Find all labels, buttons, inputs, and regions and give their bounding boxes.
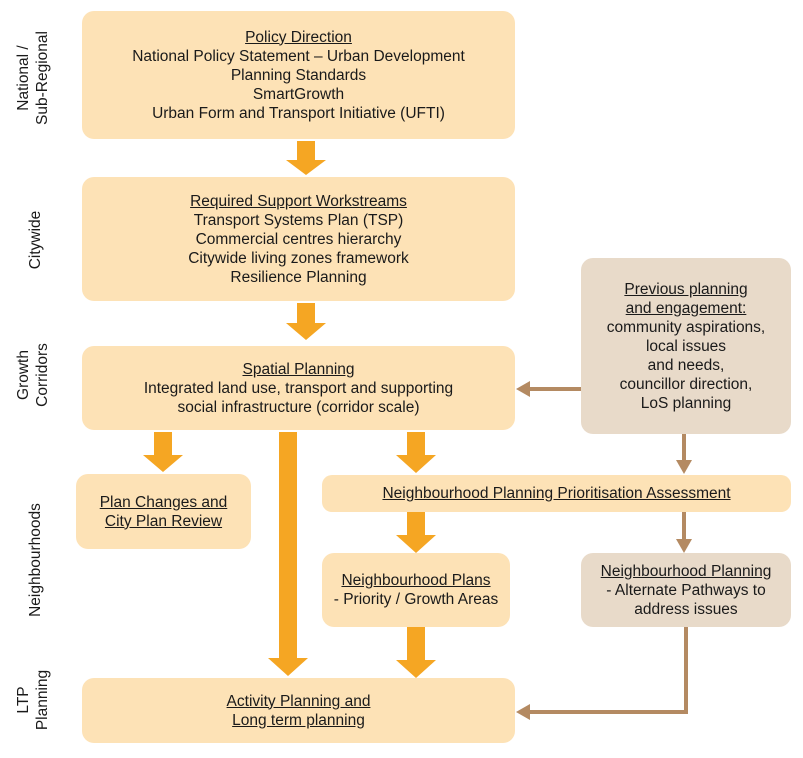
arrow-prioritisation-to-plans	[396, 512, 436, 553]
support-line: Commercial centres hierarchy	[195, 230, 402, 248]
spatial-line: Integrated land use, transport and suppo…	[143, 379, 454, 397]
plan-changes-heading: Plan Changes and	[99, 493, 228, 511]
activity-planning-box: Activity Planning and Long term planning	[82, 678, 515, 743]
arrow-spatial-to-activity	[268, 432, 308, 676]
support-line: Resilience Planning	[230, 268, 367, 286]
policy-line: Urban Form and Transport Initiative (UFT…	[152, 104, 445, 122]
previous-line: LoS planning	[640, 394, 732, 412]
arrow-spatial-to-plan-changes	[143, 432, 183, 472]
support-workstreams-heading: Required Support Workstreams	[190, 192, 407, 210]
policy-direction-box: Policy Direction National Policy Stateme…	[82, 11, 515, 139]
previous-planning-heading: and engagement:	[625, 299, 747, 317]
previous-line: community aspirations,	[606, 318, 766, 336]
previous-planning-heading: Previous planning	[624, 280, 748, 298]
previous-line: councillor direction,	[619, 375, 753, 393]
brown-arrowheads	[516, 381, 692, 720]
arrow-support-to-spatial	[286, 303, 326, 340]
previous-planning-box: Previous planning and engagement: commun…	[581, 258, 791, 434]
support-line: Citywide living zones framework	[188, 249, 409, 267]
spatial-line: social infrastructure (corridor scale)	[177, 398, 420, 416]
support-workstreams-box: Required Support Workstreams Transport S…	[82, 177, 515, 301]
prioritisation-box: Neighbourhood Planning Prioritisation As…	[322, 475, 791, 512]
connector-neigh-planning-to-activity	[528, 627, 688, 714]
spatial-planning-box: Spatial Planning Integrated land use, tr…	[82, 346, 515, 430]
arrowhead-to-activity	[516, 704, 530, 720]
prioritisation-heading: Neighbourhood Planning Prioritisation As…	[382, 485, 731, 502]
arrow-policy-to-support	[286, 141, 326, 175]
previous-line: local issues	[645, 337, 727, 355]
arrow-plans-to-activity	[396, 627, 436, 678]
arrowhead-to-spatial	[516, 381, 530, 397]
spatial-planning-heading: Spatial Planning	[242, 360, 355, 378]
neighbourhood-plans-heading: Neighbourhood Plans	[341, 572, 491, 589]
policy-line: Planning Standards	[230, 66, 367, 84]
plan-changes-box: Plan Changes and City Plan Review	[76, 474, 251, 549]
arrowhead-to-neigh-planning	[676, 539, 692, 553]
neighbourhood-plans-line: - Priority / Growth Areas	[333, 591, 499, 608]
support-line: Transport Systems Plan (TSP)	[193, 211, 404, 229]
plan-changes-heading: City Plan Review	[104, 512, 223, 530]
neighbourhood-planning-line: - Alternate Pathways to	[606, 581, 766, 599]
policy-direction-heading: Policy Direction	[245, 28, 352, 46]
arrow-spatial-to-prioritisation	[396, 432, 436, 473]
brown-connectors	[528, 387, 688, 714]
activity-planning-heading: Long term planning	[232, 711, 365, 729]
previous-line: and needs,	[647, 356, 725, 374]
activity-planning-heading: Activity Planning and	[226, 692, 371, 710]
neighbourhood-planning-box: Neighbourhood Planning - Alternate Pathw…	[581, 553, 791, 627]
neighbourhood-plans-box: Neighbourhood Plans - Priority / Growth …	[322, 553, 510, 627]
neighbourhood-planning-heading: Neighbourhood Planning	[600, 562, 772, 580]
arrowhead-to-prioritisation	[676, 460, 692, 474]
policy-line: National Policy Statement – Urban Develo…	[132, 47, 465, 65]
policy-line: SmartGrowth	[252, 85, 345, 103]
neighbourhood-planning-line: address issues	[634, 600, 738, 618]
orange-arrows	[143, 141, 436, 678]
